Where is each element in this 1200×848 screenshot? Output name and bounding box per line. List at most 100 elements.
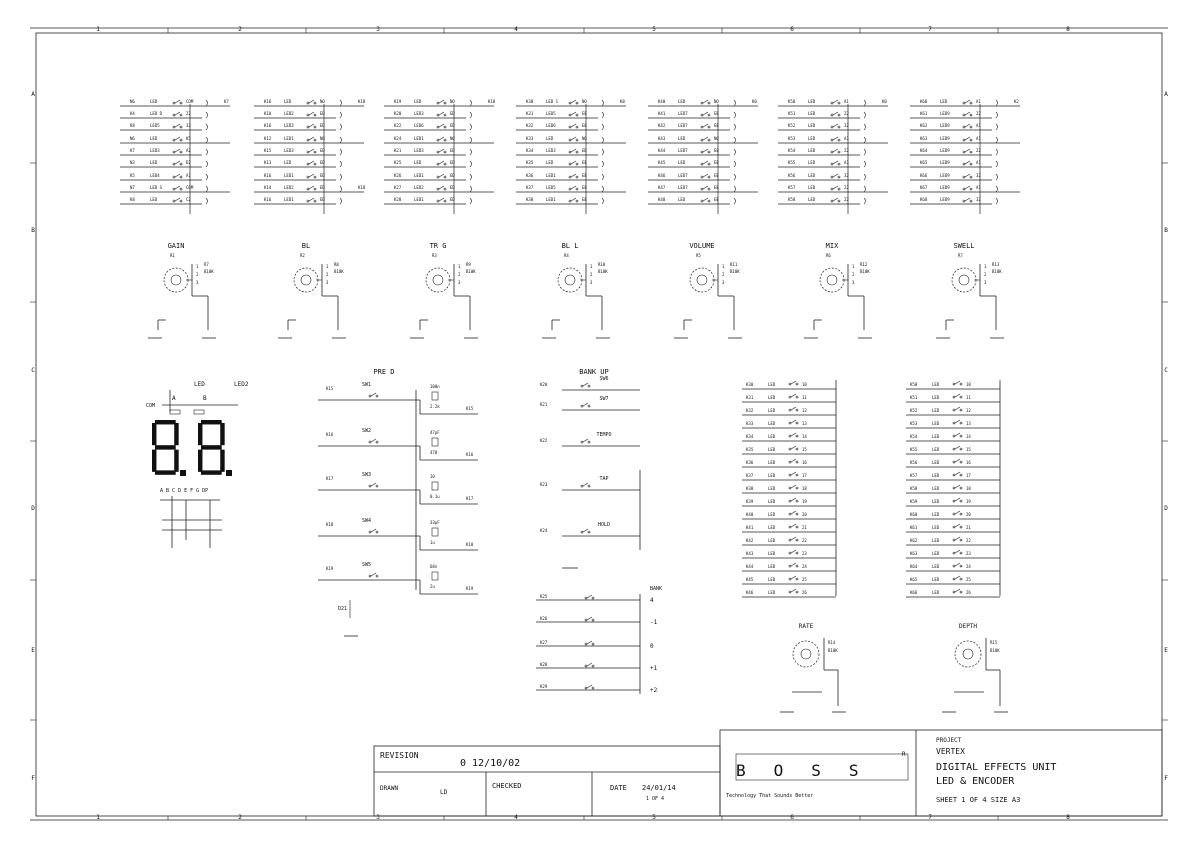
component-ref: LED: [768, 421, 776, 426]
switch-lever: [586, 594, 593, 599]
switch-lever: [586, 662, 593, 667]
pin-label: 12: [966, 408, 971, 413]
component-ref: LED7: [678, 111, 688, 116]
component-ref: LED6: [414, 123, 424, 128]
pot-title: BL: [302, 242, 310, 250]
row-switch-lever: [790, 445, 797, 450]
matrix-switch-lever: [174, 173, 181, 178]
seven-segment-display: LED LED2 COM A B A B C D E F G DP: [146, 381, 249, 548]
matrix-switch-lever: [570, 160, 577, 165]
component-ref: LED: [932, 382, 940, 387]
matrix-switch-contact: [707, 101, 711, 105]
matrix-switch-contact: [707, 113, 711, 117]
diode-mark: [469, 185, 472, 193]
row-label: F: [1164, 775, 1168, 782]
net-label: K19: [326, 566, 334, 571]
component-ref: LED: [768, 382, 776, 387]
component-ref: LED: [768, 577, 776, 582]
component-ref: LED D: [150, 111, 163, 116]
matrix-switch-contact: [962, 101, 966, 105]
display-ref: LED2: [234, 381, 249, 388]
pin-label: 17: [966, 473, 971, 478]
net-label: K16: [264, 99, 272, 104]
row-label: F: [31, 775, 35, 782]
net-label: K39: [746, 499, 754, 504]
net-label: K24: [540, 528, 548, 533]
matrix-switch-lever: [308, 160, 315, 165]
segment-f: [152, 422, 157, 446]
matrix-switch-lever: [438, 148, 445, 153]
matrix-switch-lever: [702, 160, 709, 165]
pot-value: B10K: [466, 269, 476, 274]
section-title: PRE D: [373, 368, 394, 376]
diode-mark: [995, 99, 998, 107]
switch-contact: [368, 530, 372, 534]
row-switch-contact: [952, 538, 956, 542]
row-switch-lever: [790, 484, 797, 489]
pot-title: BL L: [562, 242, 579, 250]
pot-shaft: [432, 274, 444, 286]
switch-contact: [368, 440, 372, 444]
drawing-title-2: LED & ENCODER: [936, 776, 1015, 787]
component-ref: LED: [932, 486, 940, 491]
net-label: K16: [326, 432, 334, 437]
matrix-switch-contact: [172, 138, 176, 142]
pin-label: ED: [450, 160, 455, 165]
matrix-switch-contact: [962, 125, 966, 129]
row-switch-contact: [952, 525, 956, 529]
diode-mark: [339, 185, 342, 193]
row-switch-contact: [952, 486, 956, 490]
matrix-switch-contact: [575, 150, 579, 154]
row-switch-lever: [954, 575, 961, 580]
component-ref: LED7: [678, 173, 688, 178]
cap-value: 33pF: [430, 520, 440, 525]
matrix-switch-contact: [443, 150, 447, 154]
component-ref: LED: [768, 408, 776, 413]
row-switch-contact: [788, 434, 792, 438]
net-out-label: K18: [466, 542, 474, 547]
pot-pin: 1: [852, 264, 855, 269]
net-label: K33: [526, 136, 534, 141]
matrix-switch-contact: [837, 175, 841, 179]
pot-ref: R6: [826, 253, 831, 258]
segment-dp: [226, 470, 232, 476]
row-switch-lever: [790, 406, 797, 411]
row-switch-contact: [952, 447, 956, 451]
component-ref: LED: [768, 564, 776, 569]
pin-label: A1: [976, 123, 981, 128]
net-label: K27: [394, 185, 402, 190]
date-value: 24/01/14: [642, 784, 676, 792]
net-label: K24: [394, 136, 402, 141]
net-label: K38: [746, 486, 754, 491]
pin-label: 21: [966, 525, 971, 530]
component-ref: LED: [932, 525, 940, 530]
diode-mark: [205, 173, 208, 181]
column-label: 1: [96, 814, 100, 821]
row-switch-contact: [952, 512, 956, 516]
matrix-switch-contact: [837, 125, 841, 129]
pin-label: EE: [714, 111, 719, 116]
component-ref: LED: [932, 460, 940, 465]
matrix-switch-contact: [707, 125, 711, 129]
diode-mark: [733, 123, 736, 131]
row-switch-lever: [790, 549, 797, 554]
display-digit: [152, 420, 186, 476]
row-switch-lever: [954, 549, 961, 554]
diode-mark: [863, 136, 866, 144]
net-label: K21: [394, 148, 402, 153]
matrix-switch-contact: [179, 138, 183, 142]
component-ref: LED2: [284, 185, 294, 190]
pot-title: RATE: [799, 623, 814, 630]
display-pins: A B C D E F G DP: [160, 488, 208, 494]
pot-body: [293, 267, 319, 293]
row-switch-contact: [788, 447, 792, 451]
matrix-switch-contact: [568, 138, 572, 142]
matrix-switch-contact: [436, 101, 440, 105]
